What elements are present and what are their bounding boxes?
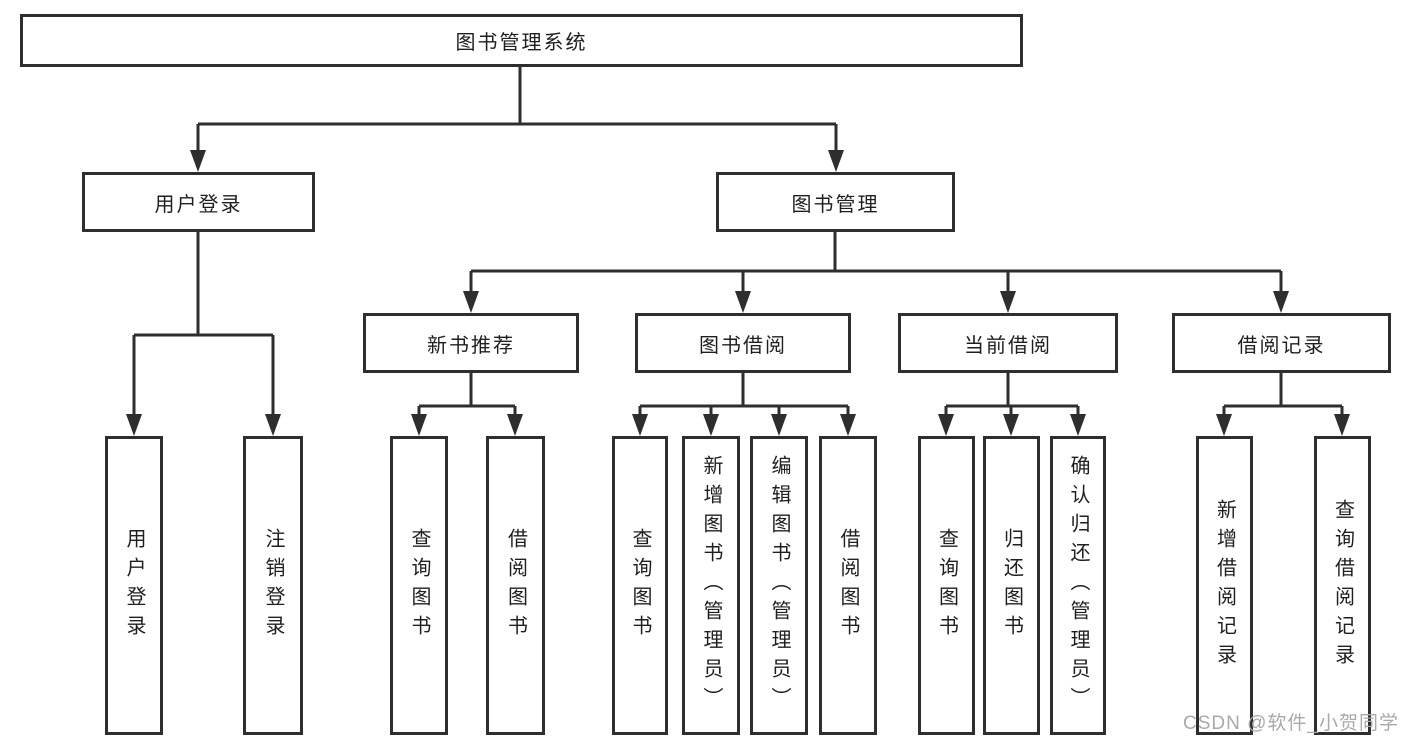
leaf-label: 借阅图书 <box>837 527 859 644</box>
leaf-label: 确认归还（管理员） <box>1067 455 1089 716</box>
node-borrowing-records: 借阅记录 <box>1172 313 1391 373</box>
node-label: 图书管理系统 <box>455 32 588 54</box>
leaf-add-borrow-record: 新增借阅记录 <box>1196 436 1253 735</box>
leaf-label: 新增借阅记录 <box>1213 498 1236 673</box>
node-label: 图书管理 <box>791 193 880 216</box>
node-book-management: 图书管理 <box>716 172 955 232</box>
node-current-borrowing: 当前借阅 <box>898 313 1118 373</box>
csdn-watermark: CSDN @软件_小贺同学 <box>1183 713 1399 734</box>
node-label: 当前借阅 <box>964 334 1052 357</box>
leaf-user-login: 用户登录 <box>105 436 163 735</box>
node-label: 用户登录 <box>154 193 243 216</box>
leaf-borrowing-query-books: 查询图书 <box>612 436 668 735</box>
node-label: 新书推荐 <box>427 334 515 357</box>
leaf-current-query-books: 查询图书 <box>918 436 975 735</box>
leaf-logout: 注销登录 <box>243 436 303 735</box>
node-book-borrowing: 图书借阅 <box>635 313 851 373</box>
leaf-borrowing-borrow-books: 借阅图书 <box>819 436 877 735</box>
leaf-label: 编辑图书（管理员） <box>768 455 790 716</box>
leaf-label: 借阅图书 <box>504 527 527 644</box>
leaf-label: 查询图书 <box>935 527 958 644</box>
leaf-label: 查询图书 <box>629 527 651 644</box>
leaf-add-books-admin: 新增图书（管理员） <box>682 436 740 735</box>
arrow-down-icons <box>126 150 1350 436</box>
connector-lines <box>132 67 1344 416</box>
node-library-management-system: 图书管理系统 <box>20 14 1023 67</box>
leaf-label: 查询图书 <box>408 527 430 644</box>
leaf-confirm-return-admin: 确认归还（管理员） <box>1050 436 1106 735</box>
leaf-edit-books-admin: 编辑图书（管理员） <box>750 436 808 735</box>
node-new-book-recommend: 新书推荐 <box>363 313 579 373</box>
leaf-label: 新增图书（管理员） <box>700 455 722 716</box>
node-user-login: 用户登录 <box>82 172 315 232</box>
node-label: 借阅记录 <box>1237 334 1326 357</box>
leaf-label: 查询借阅记录 <box>1331 498 1354 673</box>
leaf-label: 用户登录 <box>123 527 145 644</box>
leaf-recommend-query-books: 查询图书 <box>390 436 448 735</box>
leaf-label: 归还图书 <box>1000 527 1023 644</box>
leaf-return-books: 归还图书 <box>983 436 1040 735</box>
leaf-label: 注销登录 <box>262 527 284 644</box>
node-label: 图书借阅 <box>699 334 787 357</box>
leaf-recommend-borrow-books: 借阅图书 <box>486 436 545 735</box>
leaf-query-borrow-record: 查询借阅记录 <box>1314 436 1371 735</box>
